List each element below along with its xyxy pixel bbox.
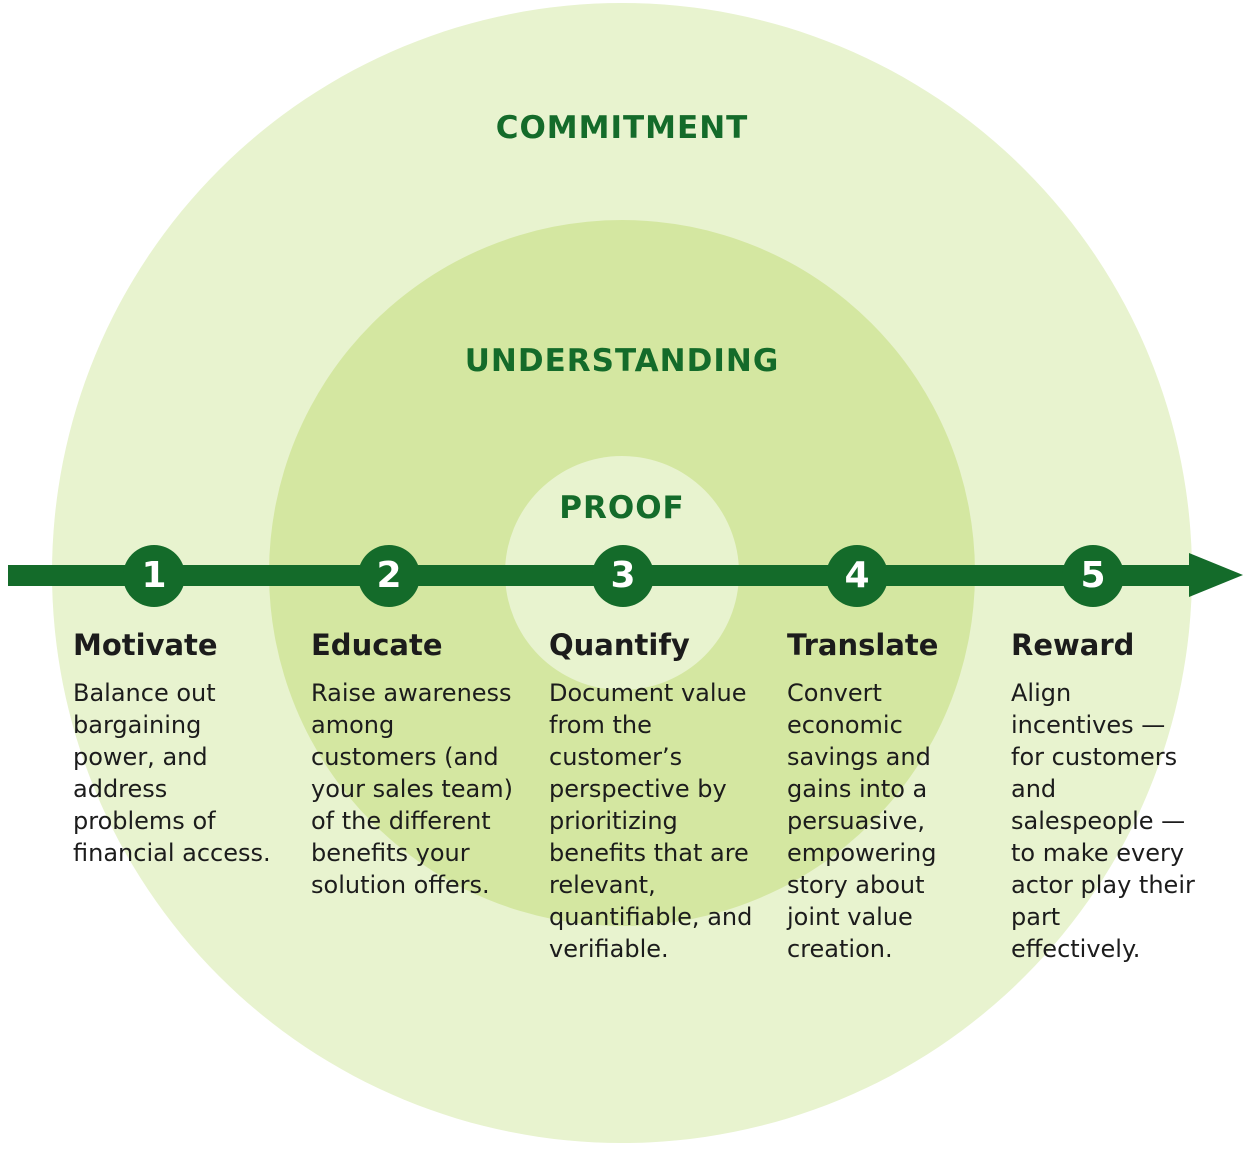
step-translate: Translate Convert economic savings and g… — [787, 625, 957, 965]
step-3-number: 3 — [610, 555, 636, 596]
step-1-circle — [123, 545, 185, 607]
step-description: Convert economic savings and gains into … — [787, 679, 937, 963]
step-motivate: Motivate Balance out bargaining power, a… — [73, 625, 273, 869]
commitment-label: COMMITMENT — [495, 110, 749, 146]
step-4-circle — [826, 545, 888, 607]
step-2-number: 2 — [376, 555, 402, 596]
step-description: Align incentives — for customers and sal… — [1011, 679, 1195, 963]
step-title: Reward — [1011, 628, 1135, 662]
step-educate: Educate Raise awareness among customers … — [311, 625, 516, 901]
process-arrow-head — [1189, 553, 1243, 597]
understanding-label: UNDERSTANDING — [464, 343, 780, 379]
step-description: Balance out bargaining power, and addres… — [73, 679, 271, 867]
step-2-circle — [358, 545, 420, 607]
step-title: Translate — [787, 628, 939, 662]
step-5-circle — [1062, 545, 1124, 607]
step-1-number: 1 — [141, 555, 167, 596]
step-5-number: 5 — [1080, 555, 1106, 596]
step-4-number: 4 — [844, 555, 870, 596]
proof-label: PROOF — [559, 490, 685, 526]
step-description: Document value from the customer’s persp… — [549, 679, 753, 963]
step-reward: Reward Align incentives — for customers … — [1011, 625, 1196, 965]
step-quantify: Quantify Document value from the custome… — [549, 625, 754, 965]
step-description: Raise awareness among customers (and you… — [311, 679, 513, 899]
step-title: Educate — [311, 628, 443, 662]
step-title: Motivate — [73, 628, 218, 662]
step-3-circle — [592, 545, 654, 607]
step-title: Quantify — [549, 628, 690, 662]
